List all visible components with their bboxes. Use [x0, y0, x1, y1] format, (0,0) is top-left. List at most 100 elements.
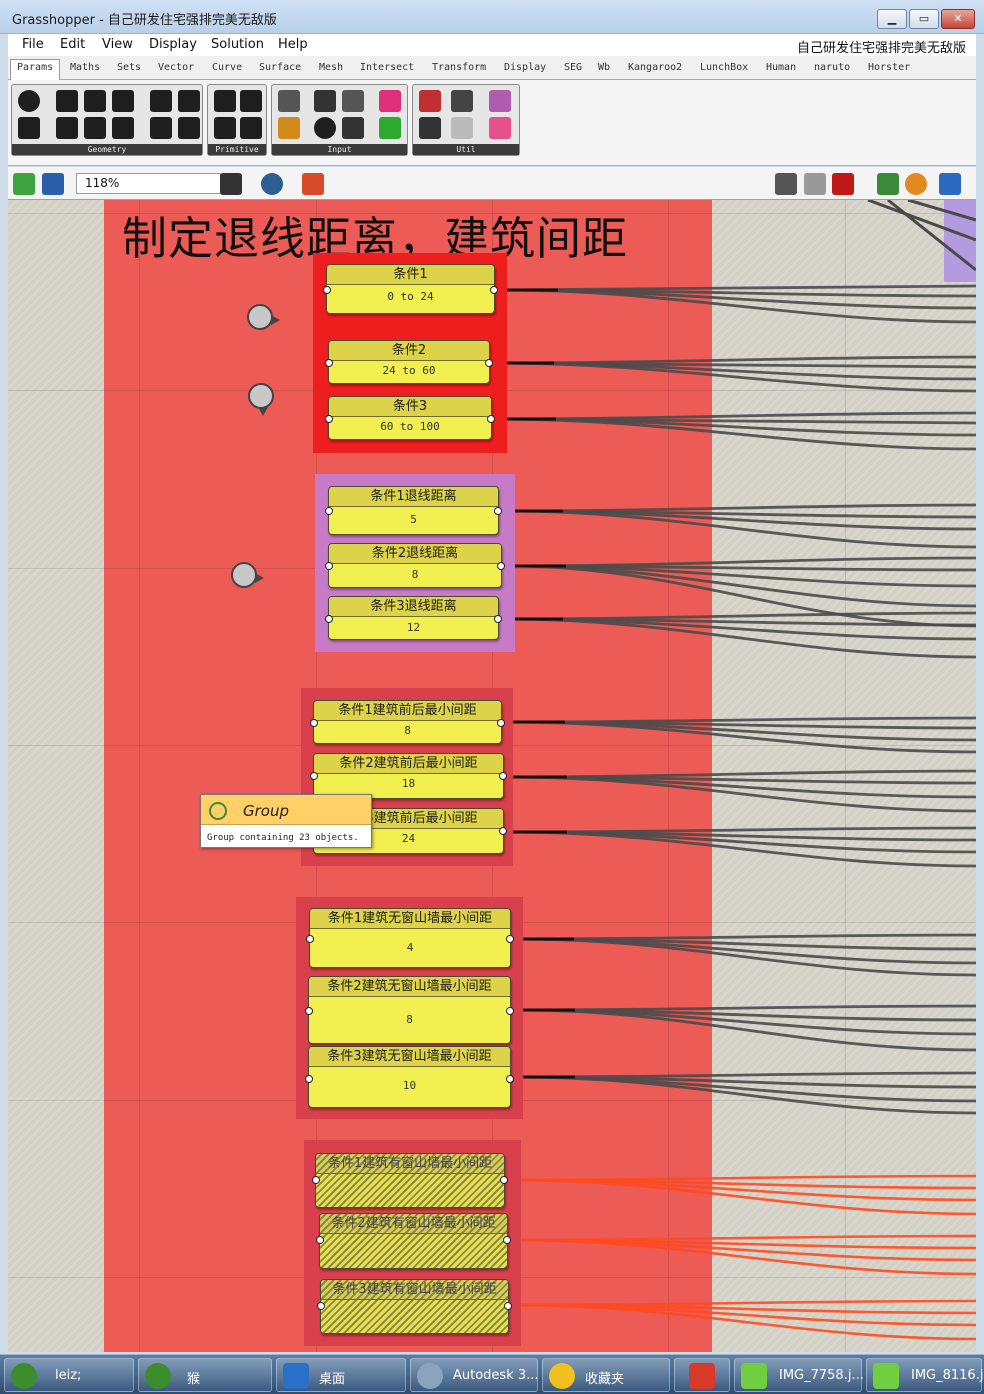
- output-port[interactable]: [503, 1236, 511, 1244]
- window-titlebar[interactable]: Grasshopper - 自己研发住宅强排完美无敌版 ▁ ▭ ✕: [0, 0, 984, 34]
- zoom-level-field[interactable]: 118%: [76, 173, 221, 194]
- param-circle-icon[interactable]: [56, 90, 78, 112]
- tab-intersect[interactable]: Intersect: [360, 62, 415, 73]
- param-integer-icon[interactable]: [240, 90, 262, 112]
- grasshopper-canvas[interactable]: 制定退线距离，建筑间距 条件1 0 to 24 条件2 24 to 60 条件3…: [8, 200, 976, 1352]
- param-point-icon[interactable]: [18, 90, 40, 112]
- param-curve-icon[interactable]: [56, 117, 78, 139]
- output-port[interactable]: [506, 1007, 514, 1015]
- cherry-icon[interactable]: [419, 90, 441, 112]
- input-port[interactable]: [323, 286, 331, 294]
- taskbar-item[interactable]: leiz;: [4, 1358, 134, 1392]
- input-port[interactable]: [325, 507, 333, 515]
- param-number-icon[interactable]: [214, 117, 236, 139]
- graph-mapper-icon[interactable]: [278, 117, 300, 139]
- preview-wire-icon[interactable]: [775, 173, 797, 195]
- param-setback-2[interactable]: 条件2退线距离 8: [325, 543, 505, 588]
- tab-params[interactable]: Params: [10, 59, 61, 80]
- param-windowless-gable-3[interactable]: 条件3建筑无窗山墙最小间距 10: [305, 1046, 514, 1108]
- tab-surface[interactable]: Surface: [259, 62, 302, 73]
- tab-maths[interactable]: Maths: [70, 62, 101, 73]
- taskbar-item[interactable]: IMG_7758.j...: [734, 1358, 864, 1392]
- menu-view[interactable]: View: [102, 37, 133, 52]
- arrow-right-icon[interactable]: [451, 90, 473, 112]
- display-mode-icon[interactable]: [939, 173, 961, 195]
- input-port[interactable]: [317, 1302, 325, 1310]
- taskbar-item[interactable]: [674, 1358, 730, 1392]
- param-box-icon[interactable]: [150, 90, 172, 112]
- value-list-icon[interactable]: [342, 117, 364, 139]
- open-file-icon[interactable]: [13, 173, 35, 195]
- input-port[interactable]: [305, 1007, 313, 1015]
- param-plane-icon[interactable]: [112, 117, 134, 139]
- input-port[interactable]: [325, 415, 333, 423]
- panel-input-icon[interactable]: [314, 90, 336, 112]
- arrow-outline-icon[interactable]: [451, 117, 473, 139]
- output-port[interactable]: [504, 1302, 512, 1310]
- param-setback-3[interactable]: 条件3退线距离 12: [325, 596, 502, 640]
- param-windowless-gable-1[interactable]: 条件1建筑无窗山墙最小间距 4: [306, 908, 514, 968]
- zoom-extents-icon[interactable]: [220, 173, 242, 195]
- tab-display[interactable]: Display: [504, 62, 547, 73]
- tab-lunchbox[interactable]: LunchBox: [700, 62, 749, 73]
- input-port[interactable]: [325, 562, 333, 570]
- output-port[interactable]: [499, 827, 507, 835]
- menu-file[interactable]: File: [22, 37, 44, 52]
- taskbar-item[interactable]: 收藏夹: [542, 1358, 670, 1392]
- param-brep-icon[interactable]: [178, 90, 200, 112]
- tab-naruto[interactable]: naruto: [814, 62, 851, 73]
- param-windowed-gable-1[interactable]: 条件1建筑有窗山墙最小间距: [312, 1153, 508, 1208]
- input-port[interactable]: [310, 772, 318, 780]
- param-line-icon[interactable]: [84, 117, 106, 139]
- tab-mesh[interactable]: Mesh: [319, 62, 344, 73]
- minimize-button[interactable]: ▁: [877, 9, 907, 29]
- param-text-icon[interactable]: [240, 117, 262, 139]
- input-port[interactable]: [325, 359, 333, 367]
- menu-display[interactable]: Display: [149, 37, 197, 52]
- tab-curve[interactable]: Curve: [212, 62, 243, 73]
- save-icon[interactable]: [42, 173, 64, 195]
- sketch-pen-icon[interactable]: [302, 173, 324, 195]
- param-windowless-gable-2[interactable]: 条件2建筑无窗山墙最小间距 8: [305, 976, 514, 1044]
- param-windowed-gable-3[interactable]: 条件3建筑有窗山墙最小间距: [317, 1279, 512, 1334]
- param-front-back-2[interactable]: 条件2建筑前后最小间距 18: [310, 753, 507, 799]
- relay-marker[interactable]: [247, 304, 280, 330]
- input-port[interactable]: [325, 615, 333, 623]
- taskbar-item[interactable]: IMG_8116.j...: [866, 1358, 984, 1392]
- output-port[interactable]: [506, 935, 514, 943]
- bake-icon[interactable]: [877, 173, 899, 195]
- tab-kangaroo2[interactable]: Kangaroo2: [628, 62, 683, 73]
- preview-mesh-icon[interactable]: [804, 173, 826, 195]
- tab-horster[interactable]: Horster: [868, 62, 911, 73]
- param-windowed-gable-2[interactable]: 条件2建筑有窗山墙最小间距: [316, 1213, 511, 1269]
- param-boolean-icon[interactable]: [214, 90, 236, 112]
- output-port[interactable]: [485, 359, 493, 367]
- tab-seg[interactable]: SEG: [564, 62, 583, 73]
- param-front-back-1[interactable]: 条件1建筑前后最小间距 8: [310, 700, 505, 744]
- param-mesh-icon[interactable]: [178, 117, 200, 139]
- param-arc-icon[interactable]: [84, 90, 106, 112]
- maximize-button[interactable]: ▭: [909, 9, 939, 29]
- param-setback-1[interactable]: 条件1退线距离 5: [325, 486, 502, 535]
- output-port[interactable]: [494, 507, 502, 515]
- input-port[interactable]: [306, 935, 314, 943]
- input-port[interactable]: [310, 719, 318, 727]
- tab-sets[interactable]: Sets: [117, 62, 142, 73]
- tab-vector[interactable]: Vector: [158, 62, 195, 73]
- taskbar-item[interactable]: 桌面: [276, 1358, 406, 1392]
- menu-help[interactable]: Help: [278, 37, 308, 52]
- preview-shaded-icon[interactable]: [832, 173, 854, 195]
- plugin-icon[interactable]: [489, 90, 511, 112]
- input-port[interactable]: [312, 1176, 320, 1184]
- taskbar-item[interactable]: 猴: [138, 1358, 272, 1392]
- output-port[interactable]: [499, 772, 507, 780]
- param-rectangle-icon[interactable]: [112, 90, 134, 112]
- param-vector-icon[interactable]: [18, 117, 40, 139]
- tab-human[interactable]: Human: [766, 62, 797, 73]
- param-condition-3[interactable]: 条件3 60 to 100: [325, 396, 495, 440]
- taskbar-item[interactable]: Autodesk 3...: [410, 1358, 539, 1392]
- output-port[interactable]: [497, 562, 505, 570]
- param-condition-1[interactable]: 条件1 0 to 24: [323, 264, 498, 314]
- tree-param-icon[interactable]: [419, 117, 441, 139]
- output-port[interactable]: [487, 415, 495, 423]
